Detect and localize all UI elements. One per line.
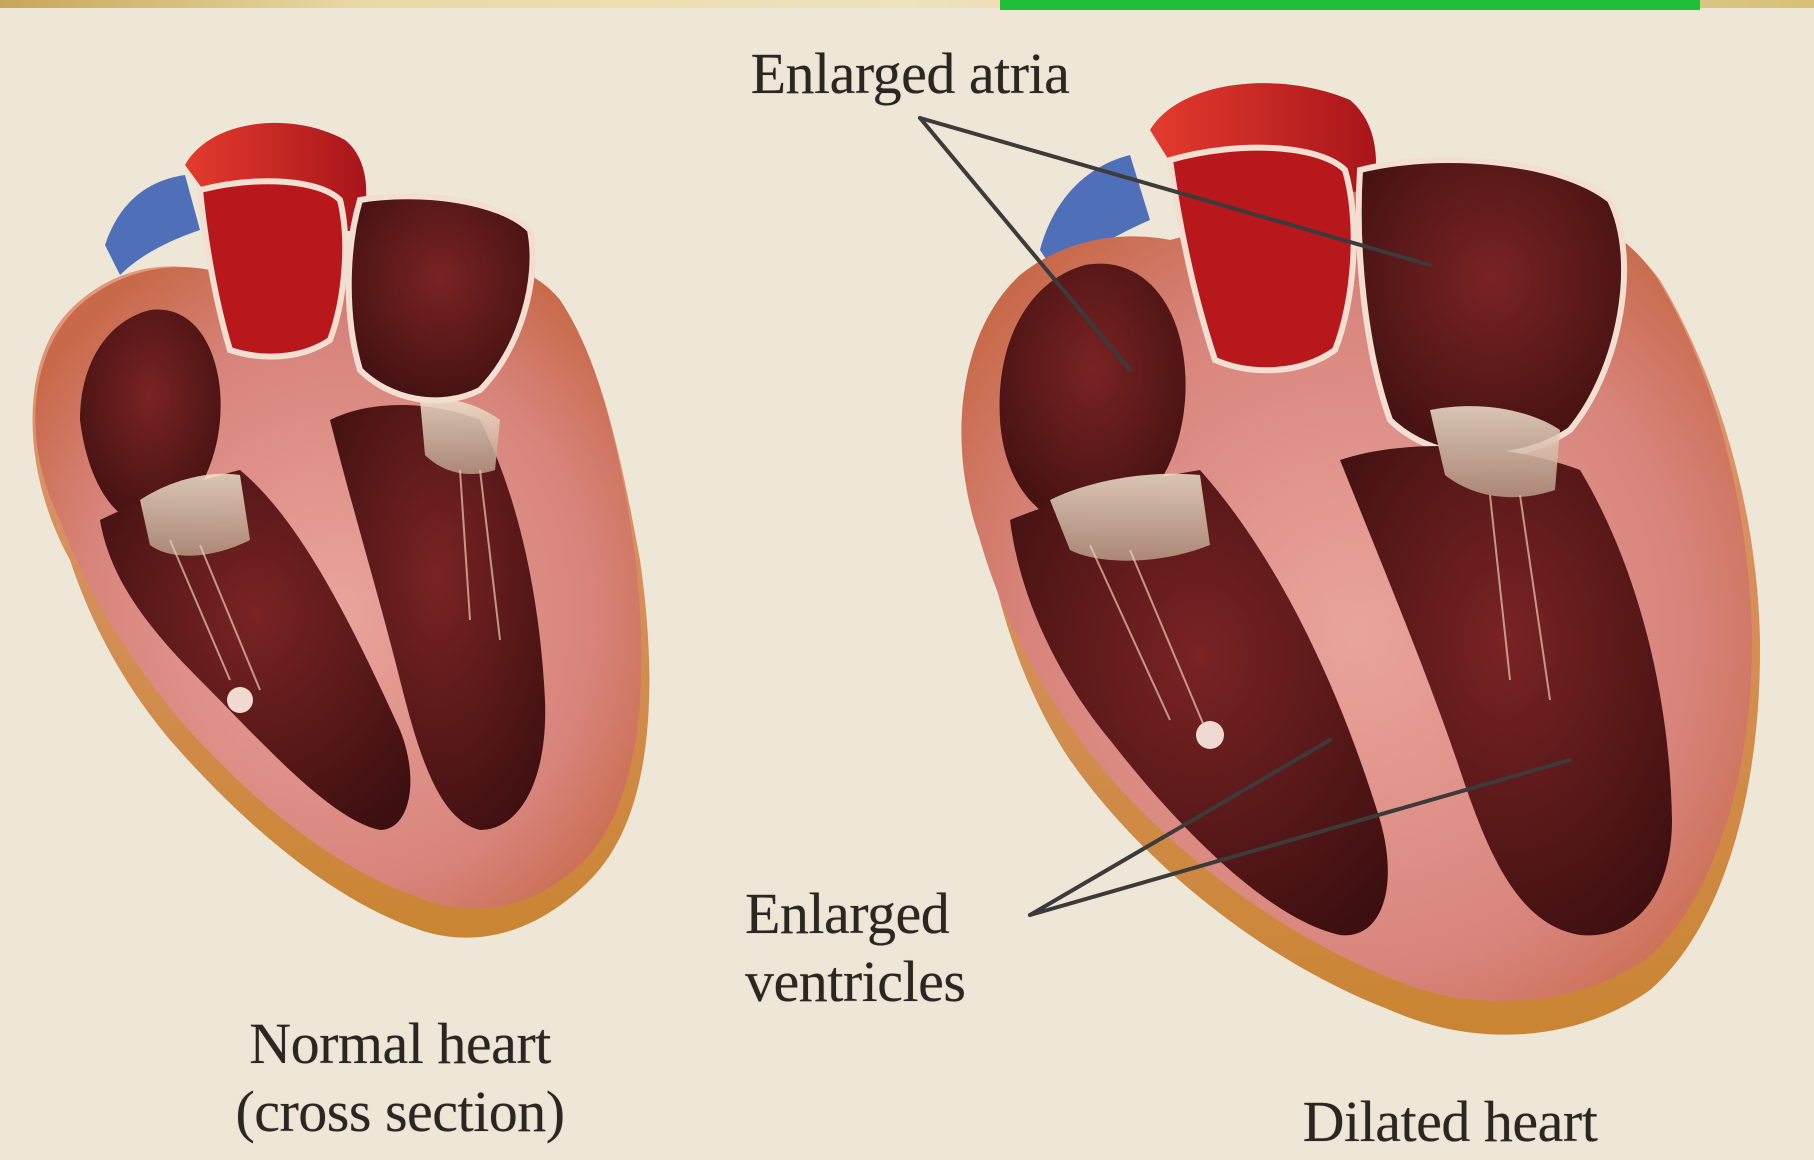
- label-enlarged-atria: Enlarged atria: [700, 40, 1120, 108]
- label-enlarged-ventricles: Enlarged ventricles: [745, 880, 1045, 1016]
- label-enlarged-ventricles-line2: ventricles: [745, 948, 1045, 1016]
- label-normal-heart-line2: (cross section): [170, 1078, 630, 1146]
- label-normal-heart: Normal heart (cross section): [170, 1010, 630, 1146]
- label-dilated-heart: Dilated heart: [1240, 1088, 1660, 1156]
- label-normal-heart-line1: Normal heart: [170, 1010, 630, 1078]
- dilated-heart: [961, 83, 1760, 1035]
- label-enlarged-ventricles-line1: Enlarged: [745, 880, 1045, 948]
- normal-heart: [33, 123, 650, 938]
